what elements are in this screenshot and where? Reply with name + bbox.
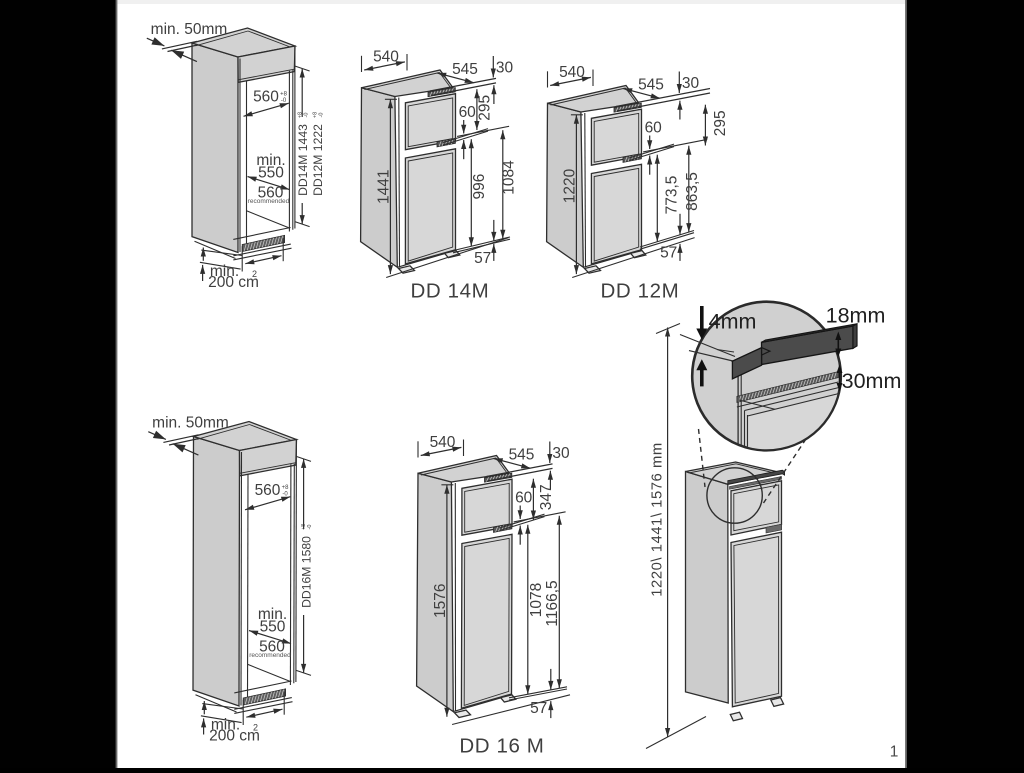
svg-text:+8: +8 (280, 92, 288, 98)
svg-text:57: 57 (660, 245, 677, 262)
svg-text:540: 540 (373, 49, 399, 66)
svg-text:DD12M 1222: DD12M 1222 (311, 124, 325, 196)
svg-text:DD16M 1580: DD16M 1580 (300, 536, 314, 608)
svg-text:DD 12M: DD 12M (601, 280, 680, 303)
svg-text:773,5: 773,5 (664, 176, 681, 215)
svg-text:347: 347 (538, 484, 555, 510)
svg-text:1166,5: 1166,5 (544, 580, 561, 626)
svg-text:-0: -0 (281, 98, 287, 104)
svg-text:545: 545 (638, 77, 664, 94)
svg-text:60: 60 (459, 104, 477, 121)
svg-text:295: 295 (712, 110, 729, 136)
svg-text:57: 57 (530, 700, 547, 717)
svg-text:560: 560 (255, 482, 281, 499)
svg-text:550: 550 (260, 619, 286, 636)
svg-text:recommended: recommended (249, 652, 291, 659)
svg-text:1220: 1220 (561, 168, 578, 203)
svg-text:DD 16 M: DD 16 M (459, 735, 544, 758)
svg-text:4mm: 4mm (709, 310, 757, 334)
svg-text:30: 30 (496, 59, 514, 76)
svg-text:DD 14M: DD 14M (411, 280, 490, 303)
svg-text:+8: +8 (282, 485, 290, 491)
svg-text:30mm: 30mm (842, 369, 902, 393)
svg-text:2: 2 (253, 723, 258, 733)
svg-text:550: 550 (258, 165, 284, 182)
svg-text:57: 57 (474, 250, 491, 267)
svg-text:1: 1 (890, 744, 899, 761)
svg-text:540: 540 (430, 434, 456, 451)
svg-text:1084: 1084 (501, 160, 518, 195)
svg-text:30: 30 (552, 445, 570, 462)
svg-text:1220\ 1441\ 1576 mm: 1220\ 1441\ 1576 mm (650, 442, 666, 596)
svg-text:DD14M 1443: DD14M 1443 (296, 124, 310, 196)
svg-text:18mm: 18mm (826, 304, 886, 328)
svg-text:295: 295 (477, 95, 494, 121)
svg-text:540: 540 (559, 64, 585, 81)
svg-text:-0: -0 (304, 113, 310, 118)
svg-text:-0: -0 (319, 113, 325, 118)
svg-text:863,5: 863,5 (684, 172, 701, 211)
svg-text:30: 30 (682, 75, 700, 92)
svg-text:2: 2 (252, 269, 257, 279)
svg-text:1078: 1078 (528, 583, 545, 617)
svg-text:545: 545 (452, 61, 478, 78)
svg-text:60: 60 (515, 490, 533, 507)
svg-text:-0: -0 (282, 492, 288, 498)
svg-text:1441: 1441 (375, 169, 392, 203)
svg-text:1576: 1576 (432, 584, 449, 618)
svg-text:560: 560 (253, 89, 279, 106)
svg-text:545: 545 (509, 447, 535, 464)
svg-text:min. 50mm: min. 50mm (152, 414, 229, 431)
svg-text:recommended: recommended (248, 198, 290, 205)
svg-text:-0: -0 (307, 525, 313, 530)
svg-text:min. 50mm: min. 50mm (151, 21, 228, 38)
svg-text:996: 996 (471, 174, 488, 200)
svg-text:60: 60 (645, 120, 663, 137)
